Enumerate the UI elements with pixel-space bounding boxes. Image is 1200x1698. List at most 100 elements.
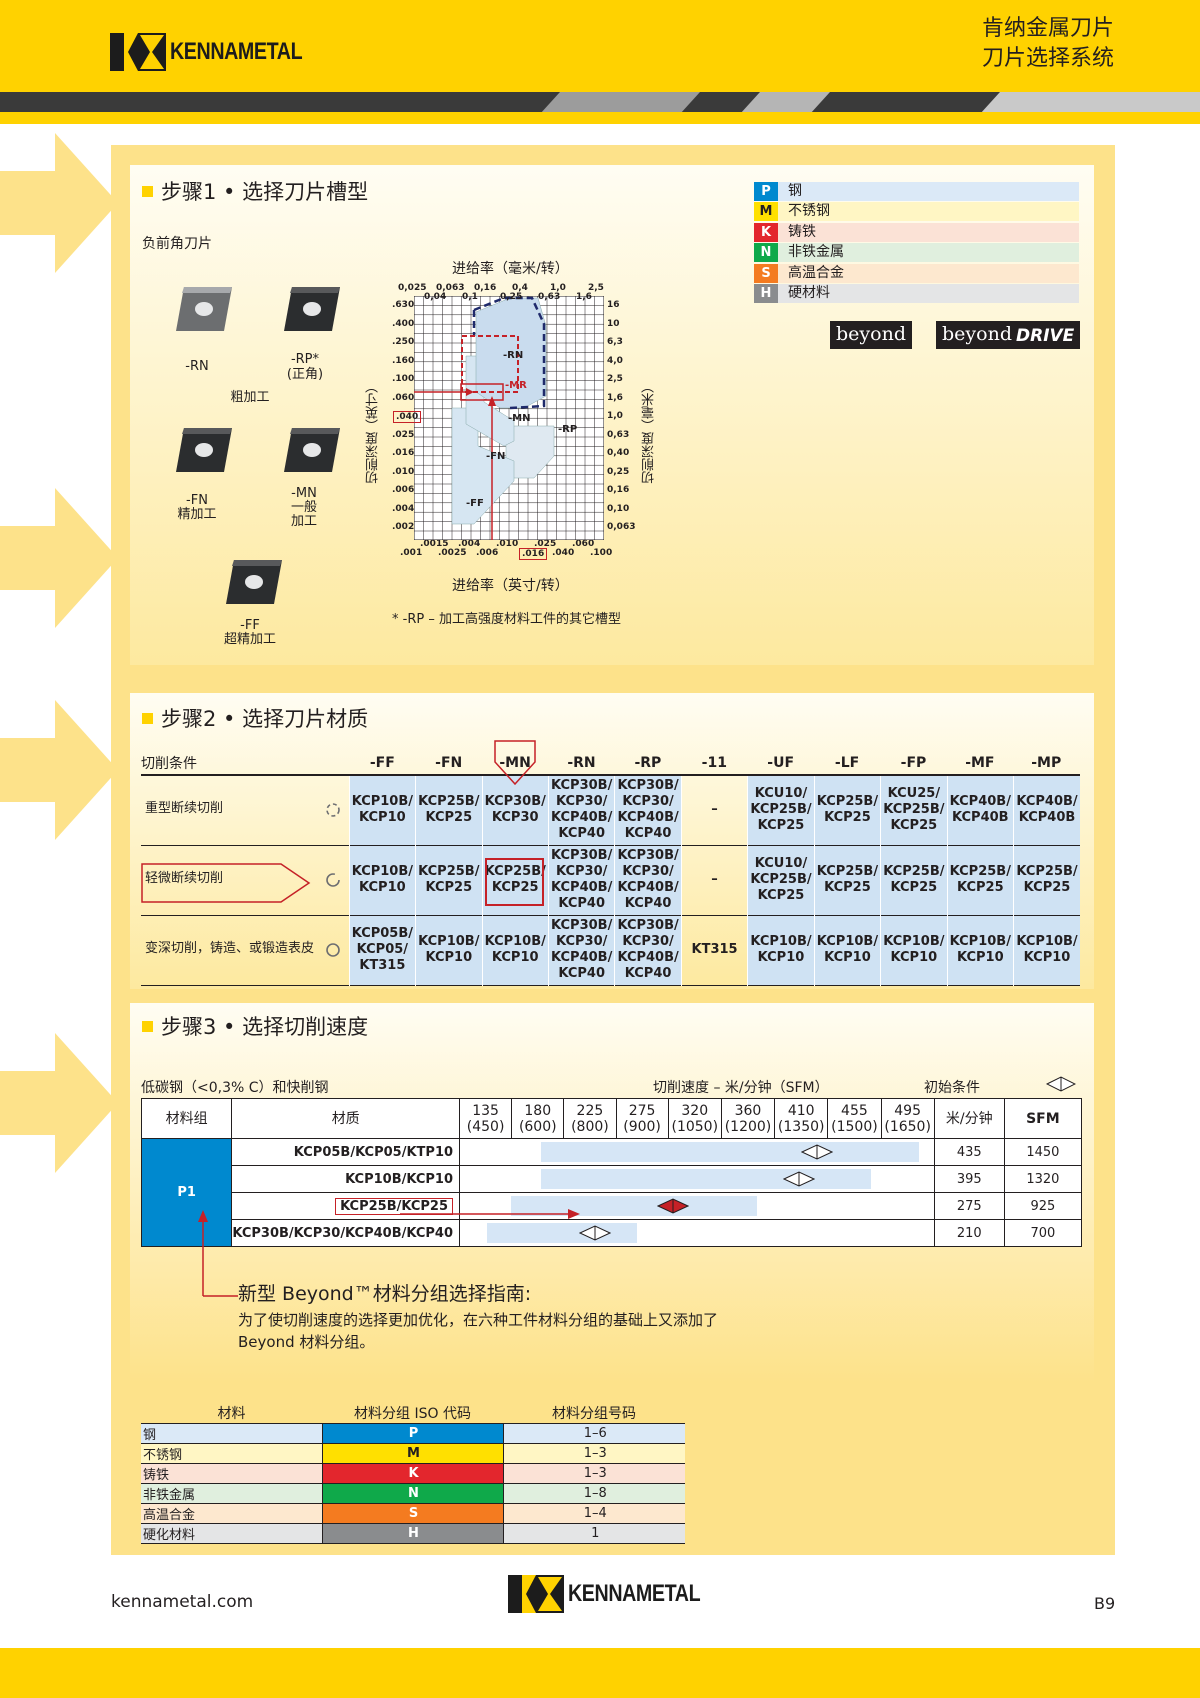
feed-metric-tick: 1,0 (550, 283, 566, 293)
header-title-line2: 刀片选择系统 (981, 46, 1114, 71)
feed-metric-tick: 2,5 (588, 283, 604, 293)
insert-rp-label: -RP* (290, 352, 320, 367)
speed-column-header: 320(1050) (667, 1098, 722, 1139)
step-arrow-icon (0, 700, 118, 840)
insert-mn-label: -MN (291, 486, 317, 501)
groups-number-header: 材料分组号码 (503, 1403, 685, 1424)
feed-metric-tick: 0,025 (398, 283, 427, 293)
grade-name: KCP05B/KCP05/KTP10 (231, 1138, 461, 1166)
drive-label: DRIVE (1016, 326, 1075, 346)
grade-cell: KCP10B/ KCP10 (813, 915, 881, 985)
page-number: B9 (1094, 1594, 1116, 1613)
region-mr-outline (461, 335, 519, 393)
depth-metric-tick: 0,40 (607, 448, 630, 458)
grade-cell: KCP10B/ KCP10 (880, 915, 948, 985)
grade-name: KCP30B/KCP30/KCP40B/KCP40 (231, 1219, 461, 1247)
grade-cell: – (680, 775, 748, 845)
speed-column-header: 410(1350) (774, 1098, 829, 1139)
start-speed-sfm: 1320 (1003, 1165, 1083, 1193)
feed-metric-tick: 0,16 (474, 283, 497, 293)
feed-metric-tick: 1,6 (576, 292, 592, 302)
depth-metric-tick: 10 (607, 318, 620, 329)
depth-inch-tick: .060 (392, 392, 415, 403)
insert-fn-label: -FN (186, 493, 208, 508)
step1-footnote: * -RP – 加工高强度材料工件的其它槽型 (392, 612, 621, 627)
kennametal-k-icon (508, 1575, 564, 1613)
footer-url[interactable]: kennametal.com (111, 1592, 254, 1612)
grade-cell: KCP30B/ KCP30/ KCP40B/ KCP40 (547, 775, 615, 845)
insert-rn-label: -RN (185, 359, 209, 374)
header-underline (0, 112, 1200, 124)
insert-ff-label: -FF (240, 618, 260, 633)
speed-range-bar (487, 1223, 638, 1243)
group-material-name: 高温合金 (141, 1503, 322, 1524)
depth-inch-tick: .025 (392, 429, 415, 440)
depth-inch-tick: .010 (392, 466, 415, 477)
speed-table-mmin-header: 米/分钟 (933, 1098, 1005, 1139)
speed-range-cell (459, 1219, 935, 1247)
depth-metric-tick: 1,0 (607, 411, 623, 421)
start-speed-diamond-icon (579, 1225, 612, 1241)
speed-table-grade-header: 材质 (231, 1098, 461, 1139)
groups-iso-header: 材料分组 ISO 代码 (322, 1403, 503, 1424)
speed-column-header: 360(1200) (720, 1098, 776, 1139)
feed-inch-tick: .0025 (438, 548, 467, 558)
group-iso-code: P (321, 1423, 504, 1444)
logo-wordmark: KENNAMETAL (170, 38, 303, 65)
region-fn-label: -FN (486, 451, 506, 462)
grade-column-header: -11 (701, 755, 727, 771)
region-rp-outline (473, 296, 546, 410)
grade-cell: KCP25B/ KCP25 (415, 775, 483, 845)
depth-metric-tick: 0,25 (607, 466, 630, 477)
feed-metric-tick: 0,04 (424, 292, 447, 302)
speed-column-header: 495(1650) (880, 1098, 935, 1139)
depth-inch-tick: .004 (392, 503, 415, 514)
material-group-cell: P1 (140, 1138, 233, 1247)
footer-logo: KENNAMETAL (508, 1575, 729, 1613)
group-number-range: 1–3 (503, 1443, 685, 1464)
beyond-badge: beyond (830, 321, 912, 349)
group-material-name: 铸铁 (141, 1463, 322, 1484)
header-title: 肯纳金属刀片 刀片选择系统 (982, 14, 1114, 74)
feed-metric-tick: 0,63 (538, 292, 561, 302)
depth-inch-tick: .160 (392, 355, 415, 366)
start-speed-diamond-icon (657, 1198, 690, 1214)
grade-cell: KCP40B/ KCP40B (946, 775, 1014, 845)
grade-cell: KCP30B/ KCP30/ KCP40B/ KCP40 (614, 845, 682, 915)
condition-label: 变深切削，铸造、或锻造表皮 (145, 941, 315, 956)
start-speed-mmin: 395 (933, 1165, 1005, 1193)
speed-column-header: 275(900) (615, 1098, 669, 1139)
group-number-range: 1–6 (503, 1423, 685, 1444)
guide-title: 新型 Beyond™材料分组选择指南: (238, 1283, 532, 1305)
start-speed-diamond-icon (783, 1171, 816, 1187)
grade-cell: KT315 (680, 915, 748, 985)
depth-inch-tick: .250 (392, 337, 415, 347)
group-number-range: 1–4 (503, 1503, 685, 1524)
depth-inch-tick: .400 (392, 318, 415, 329)
grade-table-condition-header: 切削条件 (141, 756, 197, 772)
depth-metric-tick: 4,0 (607, 355, 623, 366)
depth-inch-tick: .630 (392, 300, 415, 310)
condition-label: 轻微断续切削 (145, 871, 224, 886)
chipbreaker-chart-grid (414, 296, 604, 540)
insert-mn-icon (284, 428, 340, 472)
feed-inch-tick: .004 (458, 539, 481, 549)
start-speed-sfm: 925 (1003, 1192, 1083, 1220)
group-material-name: 不锈钢 (141, 1443, 322, 1464)
grade-cell: KCU10/ KCP25B/ KCP25 (747, 775, 815, 845)
kennametal-k-icon (110, 33, 166, 71)
kennametal-logo: KENNAMETAL (110, 33, 331, 71)
grade-cell: KCP30B/ KCP30/ KCP40B/ KCP40 (614, 775, 682, 845)
group-iso-code: S (321, 1503, 504, 1524)
step-arrow-icon (0, 133, 118, 273)
speed-column-header: 135(450) (459, 1098, 513, 1139)
region-ff-label: -FF (466, 498, 484, 509)
header-title-line1: 肯纳金属刀片 (981, 16, 1114, 41)
